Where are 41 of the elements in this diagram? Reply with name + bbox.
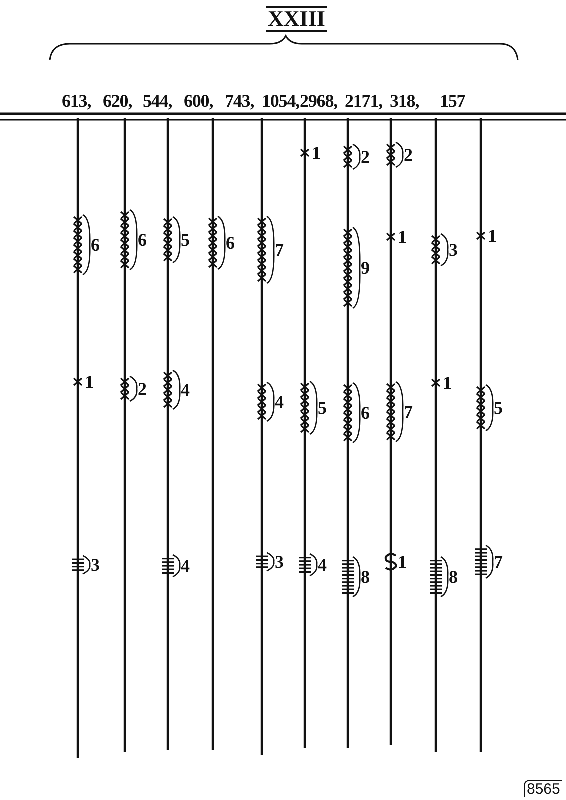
count-number: 1: [398, 553, 407, 571]
count-number: 1: [488, 227, 497, 245]
count-number: 3: [449, 241, 458, 259]
count-number: 6: [91, 236, 100, 254]
count-number: 7: [404, 403, 413, 421]
count-number: 1: [398, 228, 407, 246]
count-number: 4: [275, 393, 284, 411]
count-number: 8: [361, 568, 370, 586]
column-number: 743,: [225, 92, 254, 110]
count-number: 2: [361, 148, 370, 166]
count-number: 6: [226, 234, 235, 252]
count-number: 7: [494, 553, 503, 571]
column-number: 620,: [103, 92, 132, 110]
count-number: 1: [312, 144, 321, 162]
count-number: 5: [494, 399, 503, 417]
column-number: 157: [440, 92, 466, 110]
count-number: 3: [275, 553, 284, 571]
count-number: 8: [449, 568, 458, 586]
count-number: 1: [85, 373, 94, 391]
count-number: 1: [443, 374, 452, 392]
column-number: 613,: [62, 92, 92, 110]
title: XXIII: [266, 6, 328, 32]
count-number: 6: [138, 231, 147, 249]
count-number: 6: [361, 404, 370, 422]
column-number: 544,: [143, 92, 172, 110]
count-number: 2: [404, 146, 413, 164]
column-number: 2968,: [300, 92, 338, 110]
archive-number: 8565: [524, 780, 562, 797]
count-number: 3: [91, 556, 100, 574]
count-number: 2: [138, 380, 147, 398]
count-number: 7: [275, 241, 284, 259]
count-number: 5: [181, 231, 190, 249]
count-number: 4: [181, 557, 190, 575]
count-number: 9: [361, 259, 370, 277]
column-number: 1054,: [262, 92, 300, 110]
column-number: 600,: [184, 92, 214, 110]
count-number: 4: [181, 381, 190, 399]
count-number: 4: [318, 556, 327, 574]
column-number: 318,: [390, 92, 420, 110]
column-number: 2171,: [345, 92, 383, 110]
count-number: 5: [318, 399, 327, 417]
